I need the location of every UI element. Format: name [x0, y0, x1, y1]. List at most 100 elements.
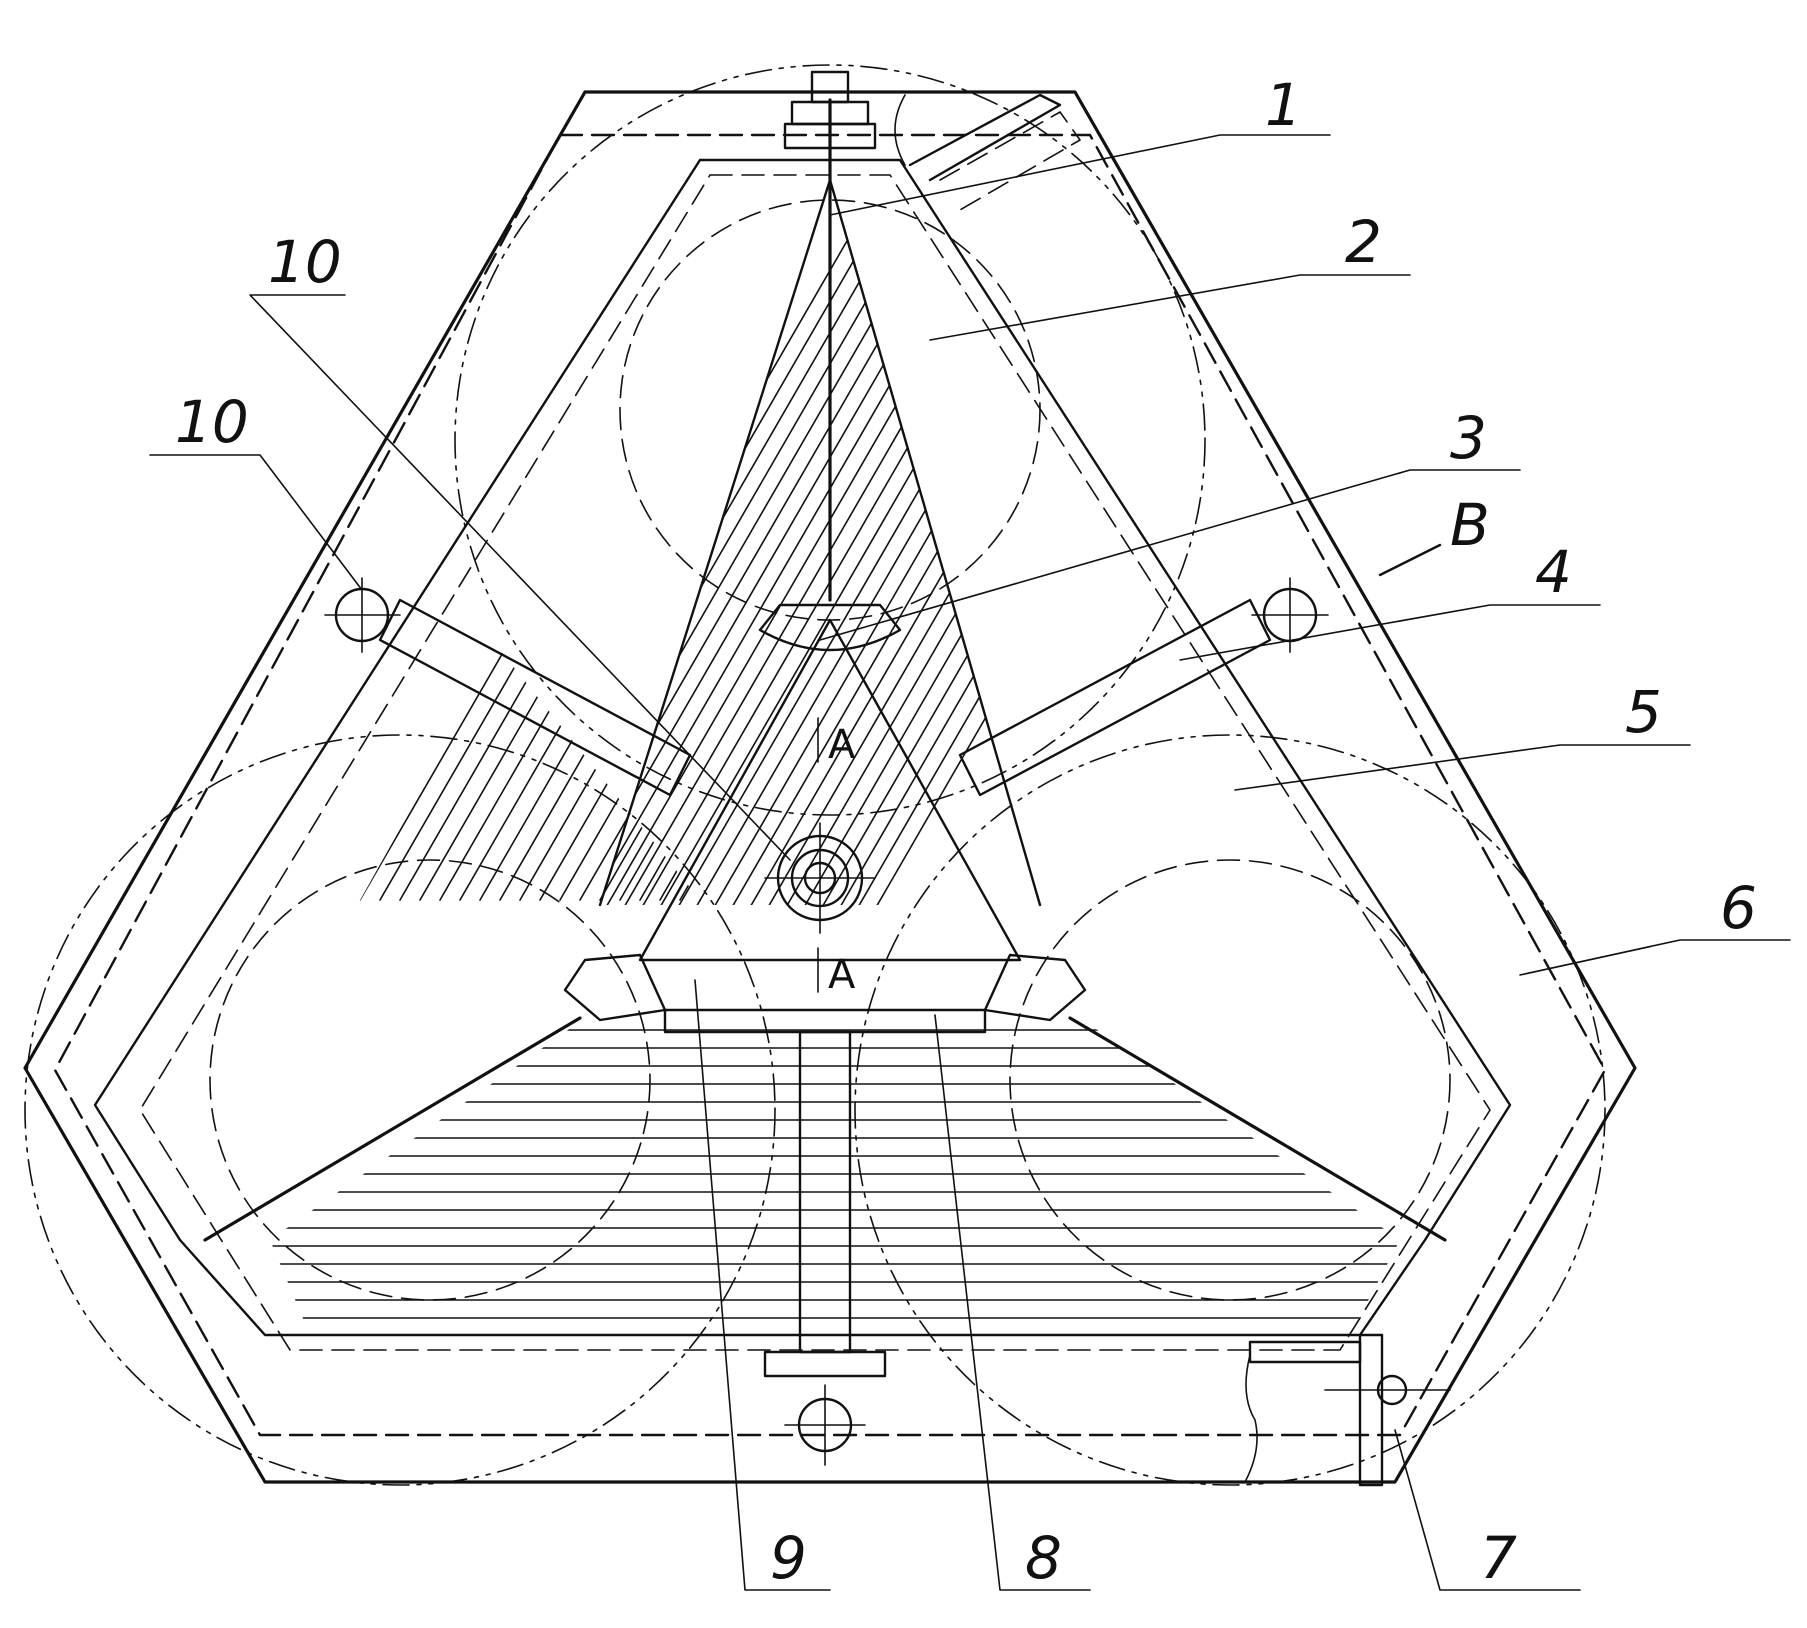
leader-9 [694, 979, 831, 1591]
side-lugs [324, 577, 1329, 653]
casing-inner-offset [53, 133, 1607, 1437]
leader-4 [1179, 604, 1601, 661]
top-leg-laminations [600, 80, 1764, 980]
section-mark-upper: A [828, 722, 856, 768]
leader-6 [1519, 939, 1791, 976]
top-lamination-line [991, 180, 1040, 905]
right-coil-circle [1009, 859, 1451, 1301]
left-lamination-line [379, 650, 720, 901]
top-right-cutaway [894, 93, 1081, 211]
leader-10b [149, 454, 363, 591]
left-coil-circle [209, 859, 651, 1301]
center-triangle [638, 618, 1022, 962]
leader-7 [1394, 1429, 1581, 1591]
right-clamp-bar [958, 598, 1272, 797]
callout-4: 4 [1535, 538, 1572, 606]
left-wedge [563, 953, 667, 1022]
clamping-bars [378, 598, 1272, 797]
callout-8: 8 [1025, 1524, 1062, 1592]
left-lamination-line [240, 650, 720, 901]
top-lamination-line [635, 180, 1040, 905]
callout-1: 1 [1265, 71, 1302, 139]
top-lamination-line [600, 180, 977, 905]
leader-lines [149, 134, 1791, 1591]
right-lamination-line [1480, 100, 1807, 1000]
left-reference-circle [24, 734, 776, 1486]
outer-casing [23, 90, 1637, 1484]
outer-reference-circles [24, 64, 1606, 1486]
leader-5 [1234, 744, 1691, 791]
left-lamination-line [399, 650, 720, 901]
central-core [638, 603, 1022, 962]
top-lamination-line [653, 180, 1040, 905]
casing-outline [23, 90, 1637, 1484]
top-lamination-line [600, 180, 1040, 905]
left-clamp-bar [378, 598, 692, 797]
bolt-top-cap [810, 70, 850, 104]
right-lamination-line [939, 650, 1410, 1001]
bottom-lamination-lines [270, 1029, 1400, 1319]
bracket-break-line [1244, 1354, 1258, 1483]
right-lamination-line [1059, 650, 1410, 1001]
callout-10-left: 10 [175, 388, 249, 456]
leader-3 [819, 469, 1521, 641]
right-lamination-line [930, 650, 1410, 1001]
inner-frame-outline [93, 158, 1512, 1337]
top-lamination-line [600, 180, 941, 905]
callout-2: 2 [1345, 208, 1382, 276]
right-lamination-line [959, 650, 1410, 1001]
top-lamination-line [1172, 80, 1692, 980]
cutaway-break [894, 94, 906, 166]
bolt-washer [783, 122, 877, 150]
right-lamination-line [1460, 100, 1807, 1000]
top-reference-circle [454, 64, 1206, 816]
top-lamination-line [600, 180, 1040, 905]
top-lamination-line [600, 180, 1040, 905]
right-lamination-line [1159, 650, 1410, 1001]
view-mark-B: B [1450, 491, 1490, 559]
right-lamination-line [1339, 650, 1410, 1001]
leader-B [1378, 543, 1442, 577]
leader-2 [929, 274, 1411, 341]
top-lamination-line [973, 180, 1040, 905]
left-lamination-line [459, 650, 720, 901]
left-joint-line [203, 1016, 582, 1242]
bottom-center-support [663, 1008, 987, 1466]
callout-9: 9 [770, 1524, 807, 1592]
leader-8 [934, 1014, 1091, 1591]
right-lamination-line [999, 650, 1410, 1001]
callout-10-upper: 10 [268, 228, 342, 296]
support-foot [763, 1350, 887, 1378]
top-lamination-line [600, 180, 1031, 905]
top-lamination-lines [600, 80, 1764, 980]
inner-frame-dashed [139, 174, 1491, 1351]
top-lamination-line [600, 180, 1040, 905]
top-lamination-line [600, 180, 1040, 905]
top-lamination-line [617, 180, 1040, 905]
right-wedge [983, 953, 1087, 1022]
top-lamination-line [1244, 80, 1764, 980]
bottom-leg-laminations [270, 1029, 1400, 1319]
top-lamination-line [689, 180, 1040, 905]
right-lamination-line [1440, 100, 1807, 1000]
right-lamination-line [1179, 650, 1410, 1001]
cutaway-inner [939, 111, 1081, 211]
cutaway-plate [908, 93, 1062, 182]
right-joint-line [1068, 1016, 1447, 1242]
callout-6: 6 [1720, 874, 1757, 942]
right-lamination-line [1139, 650, 1410, 1001]
bracket-bolt [1376, 1374, 1408, 1406]
right-reference-circle [854, 734, 1606, 1486]
joint-lines [203, 1016, 1447, 1242]
top-lamination-line [955, 180, 1040, 905]
callout-labels: 1 2 3 4 5 6 7 8 9 10 10 A A B [175, 71, 1757, 1592]
callout-5: 5 [1625, 678, 1662, 746]
callout-7: 7 [1480, 1524, 1517, 1592]
top-lamination-line [833, 180, 1040, 905]
right-lamination-line [979, 650, 1410, 1001]
left-lamination-line [359, 650, 720, 901]
top-lamination-line [847, 180, 1040, 905]
lifting-bolt [783, 70, 877, 150]
leader-1 [829, 134, 1331, 216]
